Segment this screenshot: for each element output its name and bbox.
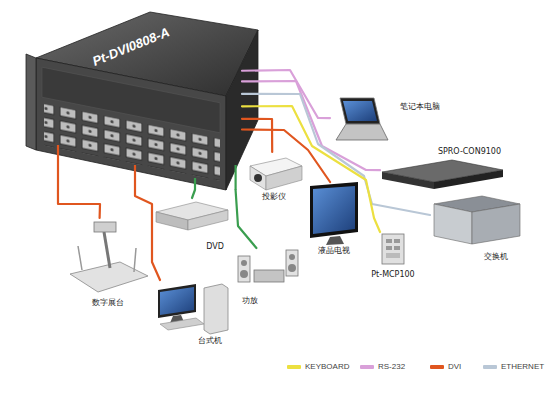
legend-text: ETHERNET — [501, 362, 544, 371]
projector-icon — [250, 158, 302, 190]
signal-cable — [242, 106, 380, 232]
legend-swatch — [430, 365, 444, 369]
control-panel-icon — [382, 234, 404, 264]
legend-item: DVI — [430, 362, 461, 371]
amplifier-icon — [238, 250, 298, 282]
device-label: 投影仪 — [262, 192, 286, 202]
legend-item: RS-232 — [360, 362, 405, 371]
legend-swatch — [483, 365, 497, 369]
device-node: 数字展台 — [66, 218, 150, 310]
device-label: 数字展台 — [92, 298, 124, 308]
legend-text: KEYBOARD — [305, 362, 349, 371]
device-node: SPRO-CON9100 — [380, 146, 505, 190]
device-node: 功放 — [236, 248, 304, 308]
lcd-tv-icon — [310, 182, 358, 245]
legend-swatch — [287, 365, 301, 369]
signal-cable — [242, 119, 272, 152]
legend-item: KEYBOARD — [287, 362, 349, 371]
device-label: DVD — [206, 242, 224, 252]
signal-cable — [58, 190, 100, 218]
legend-text: DVI — [448, 362, 461, 371]
device-node: 台式机 — [152, 280, 232, 348]
legend-text: RS-232 — [378, 362, 405, 371]
device-name: Pt-DVI0808-A — [90, 24, 171, 68]
controller-icon — [382, 160, 503, 189]
device-node: 交换机 — [430, 194, 522, 264]
signal-cable — [242, 94, 430, 215]
device-node: 投影仪 — [244, 152, 304, 204]
switch-icon — [434, 196, 520, 244]
device-label: SPRO-CON9100 — [438, 147, 501, 157]
device-label: 交换机 — [484, 252, 508, 262]
device-node: Pt-MCP100 — [366, 232, 420, 282]
legend-swatch — [360, 365, 374, 369]
legend-item: ETHERNET — [483, 362, 544, 371]
device-node: 笔记本电脑 — [330, 96, 442, 142]
device-node: Pt-DVI0808-A — [28, 12, 242, 190]
device-label: 笔记本电脑 — [400, 102, 440, 112]
signal-cable — [236, 190, 257, 248]
matrix-switcher — [26, 12, 258, 190]
desktop-icon — [158, 284, 228, 334]
device-label: Pt-MCP100 — [371, 270, 414, 280]
device-node: 液晶电视 — [306, 182, 362, 258]
document-camera-icon — [70, 222, 148, 292]
signal-cable — [242, 129, 330, 182]
device-label: 功放 — [242, 296, 258, 306]
laptop-icon — [336, 98, 388, 140]
device-label: 液晶电视 — [318, 246, 350, 256]
device-node: DVD — [154, 198, 230, 254]
device-label: 台式机 — [198, 336, 222, 346]
signal-cable — [192, 190, 195, 198]
signal-cable — [135, 190, 160, 280]
dvd-icon — [156, 202, 228, 230]
